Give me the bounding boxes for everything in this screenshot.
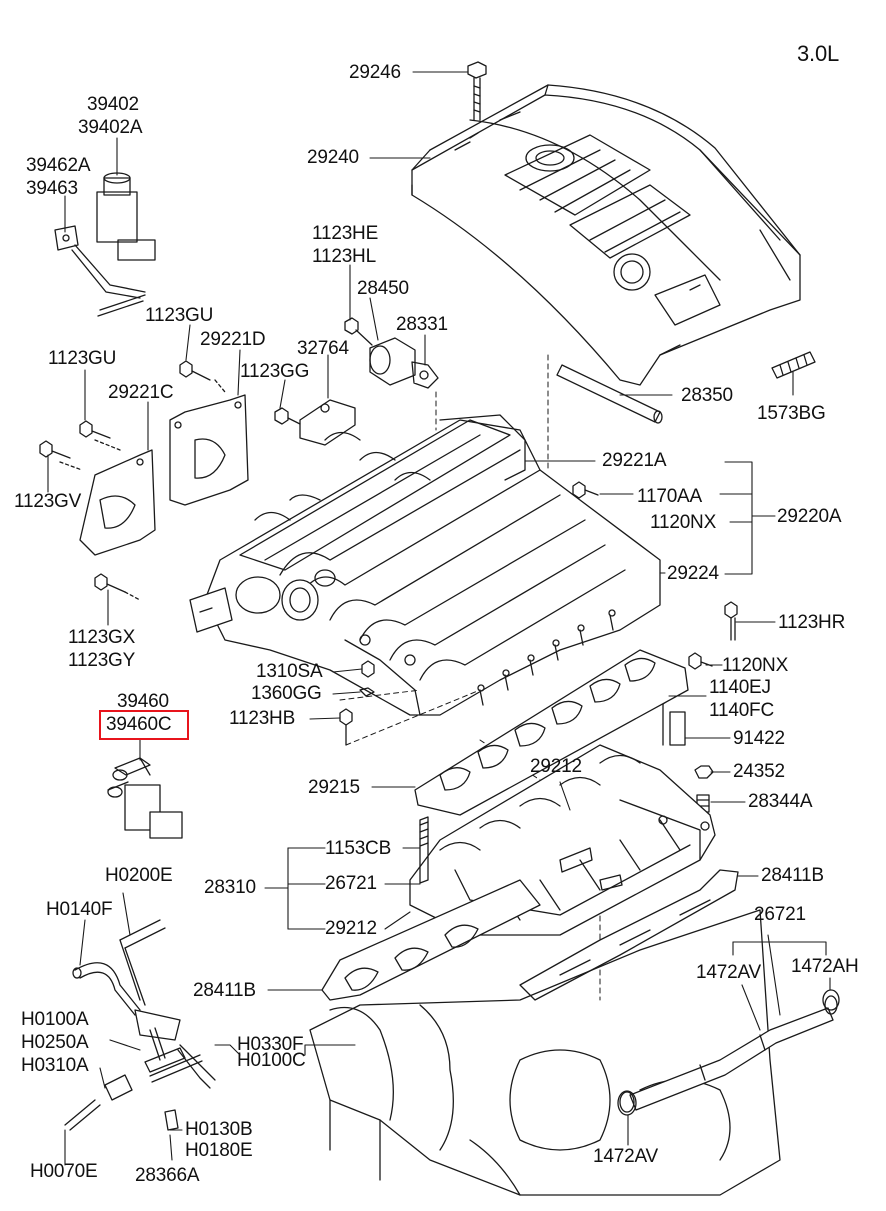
part-label-29221c[interactable]: 29221C [108,382,174,403]
stud-1573bg-drawing [771,351,816,379]
part-label-1360gg[interactable]: 1360GG [251,683,322,704]
part-label-29215[interactable]: 29215 [308,777,360,798]
part-label-h0330f[interactable]: H0330F [237,1034,304,1055]
part-label-29224[interactable]: 29224 [667,563,719,584]
highlight-box [99,710,189,740]
part-label-1140fc[interactable]: 1140FC [709,700,774,721]
part-label-29240[interactable]: 29240 [307,147,359,168]
part-label-28411b-a[interactable]: 28411B [761,865,824,886]
bracket-29221c-drawing [79,449,156,556]
part-label-28331[interactable]: 28331 [396,314,448,335]
part-label-39462a[interactable]: 39462A [26,155,91,176]
part-label-1472av-a[interactable]: 1472AV [696,962,762,983]
part-label-29220a[interactable]: 29220A [777,506,842,527]
part-label-28450[interactable]: 28450 [357,278,409,299]
part-label-91422[interactable]: 91422 [733,728,785,749]
part-label-1472ah[interactable]: 1472AH [791,956,859,977]
gasket-28411b-left-drawing [321,879,541,1001]
part-label-h0100a[interactable]: H0100A [21,1009,89,1030]
part-label-1123gu-b[interactable]: 1123GU [48,348,117,369]
engine-cover-drawing [411,84,801,386]
part-label-h0140f[interactable]: H0140F [46,899,113,920]
bolt-29246-drawing [467,61,487,121]
part-label-1123gv[interactable]: 1123GV [14,491,82,512]
part-label-24352[interactable]: 24352 [733,761,785,782]
part-label-h0200e[interactable]: H0200E [105,865,173,886]
part-label-1472av-b[interactable]: 1472AV [593,1146,659,1167]
part-label-1310sa[interactable]: 1310SA [256,661,323,682]
part-label-28411b-b[interactable]: 28411B [193,980,256,1001]
idle-control-valve-drawing [344,317,439,389]
part-label-1123gg[interactable]: 1123GG [240,361,310,382]
bracket-29221d-drawing [169,394,249,506]
bracket-32764-drawing [274,399,356,446]
part-label-39463[interactable]: 39463 [26,178,78,199]
part-label-1123hl[interactable]: 1123HL [312,246,376,267]
part-label-39402a[interactable]: 39402A [78,117,143,138]
pipe-28350-drawing [556,364,663,424]
part-label-1140ej[interactable]: 1140EJ [709,677,771,698]
purge-valve-39402-drawing [54,172,156,317]
part-label-h0130b[interactable]: H0130B [185,1119,253,1140]
part-label-1123hr[interactable]: 1123HR [778,612,846,633]
part-label-29221a[interactable]: 29221A [602,450,667,471]
part-label-1153cb[interactable]: 1153CB [325,838,392,859]
part-label-1573bg[interactable]: 1573BG [757,403,826,424]
part-label-29246[interactable]: 29246 [349,62,401,83]
part-label-1120nx-a[interactable]: 1120NX [650,512,717,533]
hose-clamps-drawing [617,989,840,1116]
manifold-bolts-drawing [339,481,738,813]
surge-tank-drawing [189,414,661,716]
part-label-28344a[interactable]: 28344A [748,791,813,812]
valve-39460-drawing [107,757,183,839]
part-label-1123he[interactable]: 1123HE [312,223,379,244]
part-label-29221d[interactable]: 29221D [200,329,266,350]
gasket-29215-drawing [414,649,689,816]
part-label-h0070e[interactable]: H0070E [30,1161,98,1182]
part-label-h0310a[interactable]: H0310A [21,1055,89,1076]
leader-lines [47,71,831,1166]
part-label-28366a[interactable]: 28366A [135,1165,200,1186]
water-pipe-26721-drawing [619,995,838,1113]
part-label-h0250a[interactable]: H0250A [21,1032,89,1053]
gasket-28411b-right-drawing [519,869,739,1001]
bracket-bolts-drawing [39,360,226,601]
part-label-1123hb[interactable]: 1123HB [229,708,296,729]
part-label-39460c-highlighted[interactable]: 39460C [106,714,172,735]
engine-size-label: 3.0L [797,41,840,66]
lower-manifold-drawing [409,744,716,936]
part-label-h0180e[interactable]: H0180E [185,1140,253,1161]
part-label-28310[interactable]: 28310 [204,877,256,898]
part-label-28350[interactable]: 28350 [681,385,733,406]
part-label-1123gx[interactable]: 1123GX [68,627,136,648]
part-label-39402[interactable]: 39402 [87,94,139,115]
part-label-26721-b[interactable]: 26721 [754,904,806,925]
vacuum-hoses-drawing [64,919,216,1131]
part-label-32764[interactable]: 32764 [297,338,349,359]
part-label-29212-a[interactable]: 29212 [530,756,582,777]
part-label-26721-a[interactable]: 26721 [325,873,377,894]
engine-block-drawing [309,909,781,1196]
part-label-1120nx-b[interactable]: 1120NX [722,655,789,676]
part-label-1123gy[interactable]: 1123GY [68,650,136,671]
part-label-1123gu-a[interactable]: 1123GU [145,305,214,326]
part-label-39460[interactable]: 39460 [117,691,169,712]
part-label-29212-b[interactable]: 29212 [325,918,377,939]
part-label-h0100c[interactable]: H0100C [237,1050,306,1071]
part-label-1170aa[interactable]: 1170AA [637,486,703,507]
